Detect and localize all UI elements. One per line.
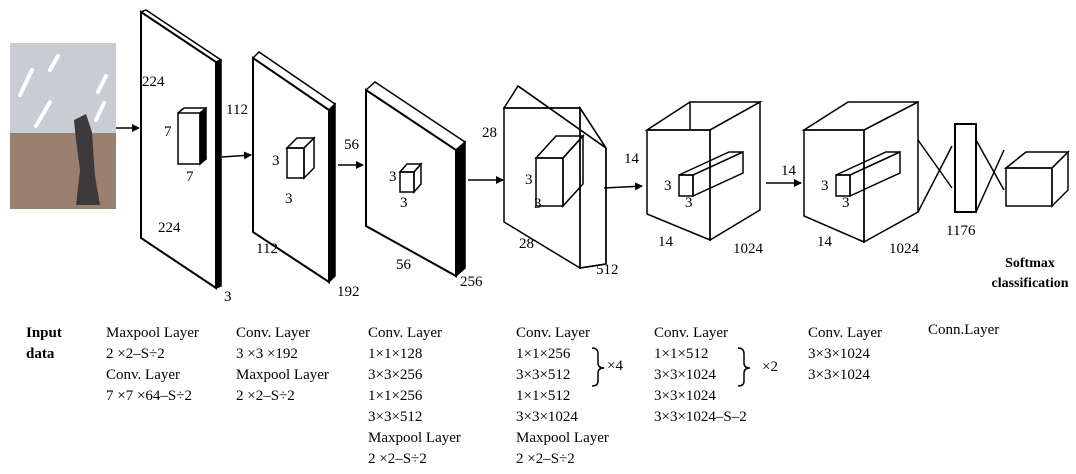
caption-layer-2: Conv. Layer 3 ×3 ×192 Maxpool Layer 2 ×2…	[236, 323, 329, 407]
layer-1-kernel-h-label: 7	[186, 168, 194, 186]
layer-1-volume	[141, 10, 221, 288]
layer-5-volume	[647, 102, 760, 240]
layer-3-width-label: 56	[344, 136, 359, 154]
layer-5-height-label: 14	[658, 233, 673, 251]
layer-2-kernel-w-label: 3	[272, 152, 280, 170]
layer-2-height-label: 112	[256, 240, 278, 258]
layer-2-depth-label: 192	[337, 283, 360, 301]
fully-connected-layer	[918, 124, 1068, 212]
caption-layer-1: Maxpool Layer 2 ×2–S÷2 Conv. Layer 7 ×7 …	[106, 323, 199, 407]
repeat-x4-label: ×4	[607, 357, 623, 375]
layer-2-width-label: 112	[226, 101, 248, 119]
layer-6-kernel-w-label: 3	[821, 177, 829, 195]
layer-6-height-label: 14	[817, 233, 832, 251]
layer-3-kernel-w-label: 3	[389, 168, 397, 186]
layer-4-height-label: 28	[519, 235, 534, 253]
layer-4-kernel-h-label: 3	[534, 195, 542, 213]
layer-4-width-label: 28	[482, 124, 497, 142]
layer-2-kernel-h-label: 3	[285, 190, 293, 208]
input-image	[10, 43, 116, 209]
layer-5-width-label: 14	[624, 150, 639, 168]
caption-conn-layer: Conn.Layer	[928, 320, 999, 341]
layer-1-depth-label: 3	[224, 288, 232, 306]
caption-layer-6: Conv. Layer 3×3×1024 3×3×1024	[808, 323, 882, 386]
layer-6-width-label: 14	[781, 162, 796, 180]
layer-3-volume	[366, 82, 465, 276]
layer-1-kernel-w-label: 7	[164, 123, 172, 141]
layer-5-kernel-w-label: 3	[664, 177, 672, 195]
layer-3-depth-label: 256	[460, 273, 483, 291]
layer-5-kernel-h-label: 3	[685, 194, 693, 212]
layer-1-height-label: 224	[158, 219, 181, 237]
repeat-x2-label: ×2	[762, 358, 778, 376]
layer-4-kernel-w-label: 3	[525, 171, 533, 189]
layer-4-depth-label: 512	[596, 261, 619, 279]
layer-6-kernel-h-label: 3	[842, 194, 850, 212]
layer-3-height-label: 56	[396, 256, 411, 274]
layer-3-kernel-h-label: 3	[400, 194, 408, 212]
layer-6-depth-label: 1024	[889, 240, 919, 258]
input-caption: Input data	[26, 323, 62, 365]
layer-6-volume	[804, 102, 918, 242]
caption-layer-3: Conv. Layer 1×1×128 3×3×256 1×1×256 3×3×…	[368, 323, 461, 470]
caption-layer-5: Conv. Layer 1×1×512 3×3×1024 3×3×1024 3×…	[654, 323, 747, 428]
layer-5-depth-label: 1024	[733, 240, 763, 258]
layer-1-width-label: 224	[142, 73, 165, 91]
caption-layer-4: Conv. Layer 1×1×256 3×3×512 1×1×512 3×3×…	[516, 323, 609, 470]
fc-size-label: 1176	[946, 222, 975, 240]
output-label: Softmax classification	[990, 254, 1070, 294]
